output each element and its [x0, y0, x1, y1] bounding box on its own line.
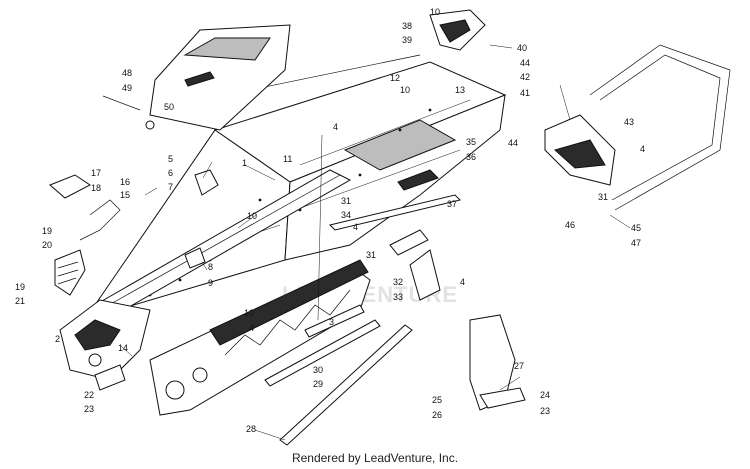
lower-bar-part — [279, 324, 413, 446]
callout-31-b: 31 — [366, 250, 376, 260]
callout-18: 18 — [91, 183, 101, 193]
mount-bracket-part — [184, 169, 219, 269]
callout-36: 36 — [466, 152, 476, 162]
callout-10-d: 10 — [430, 7, 440, 17]
callout-17: 17 — [91, 168, 101, 178]
tunnel-part — [94, 61, 507, 316]
callout-28: 28 — [246, 424, 256, 434]
callout-14: 14 — [118, 343, 128, 353]
callout-9: 9 — [208, 278, 213, 288]
callout-12: 12 — [390, 73, 400, 83]
callout-20: 20 — [42, 240, 52, 250]
callout-19-b: 19 — [15, 282, 25, 292]
callout-30: 30 — [313, 365, 323, 375]
callout-5: 5 — [168, 154, 173, 164]
callout-4-e: 4 — [640, 144, 645, 154]
callout-31-a: 31 — [341, 196, 351, 206]
taillight-part — [544, 114, 616, 186]
callout-3: 3 — [329, 317, 334, 327]
right-side-panel-part — [149, 259, 381, 416]
callout-1: 1 — [242, 158, 247, 168]
callout-10-a: 10 — [247, 211, 257, 221]
right-small-parts — [94, 194, 526, 411]
callout-32: 32 — [393, 277, 403, 287]
callout-27: 27 — [514, 361, 524, 371]
callout-10-b: 10 — [244, 308, 254, 318]
callout-24: 24 — [540, 390, 550, 400]
callout-26: 26 — [432, 410, 442, 420]
seat-part — [149, 24, 291, 131]
callout-19-a: 19 — [42, 226, 52, 236]
callout-37: 37 — [447, 199, 457, 209]
callout-40: 40 — [517, 43, 527, 53]
callout-8: 8 — [208, 262, 213, 272]
callout-10-c: 10 — [400, 85, 410, 95]
callout-4-d: 4 — [353, 222, 358, 232]
callout-11: 11 — [283, 154, 292, 164]
rear-bumper-part — [589, 44, 731, 211]
callout-33: 33 — [393, 292, 403, 302]
callout-43: 43 — [624, 117, 634, 127]
callout-15: 15 — [120, 190, 130, 200]
render-credit: Rendered by LeadVenture, Inc. — [291, 451, 459, 465]
callout-13: 13 — [455, 85, 465, 95]
callout-21: 21 — [15, 296, 25, 306]
callout-29: 29 — [313, 379, 323, 389]
left-frame-part — [59, 299, 151, 381]
callout-50: 50 — [164, 102, 174, 112]
callout-16: 16 — [120, 177, 130, 187]
callout-41: 41 — [520, 88, 530, 98]
grab-handle-part — [429, 9, 486, 51]
callout-4-b: 4 — [460, 277, 465, 287]
leader-lines — [119, 44, 631, 441]
callout-47: 47 — [631, 238, 641, 248]
left-brackets-part — [49, 174, 121, 296]
callout-34: 34 — [341, 210, 351, 220]
callout-25: 25 — [432, 395, 442, 405]
callout-38: 38 — [402, 21, 412, 31]
callout-23-a: 23 — [84, 404, 94, 414]
callout-35: 35 — [466, 137, 476, 147]
callout-44-b: 44 — [508, 138, 518, 148]
callout-48: 48 — [122, 68, 132, 78]
seat-hardware-part — [102, 95, 155, 130]
callout-4-c: 4 — [249, 323, 254, 333]
callout-22: 22 — [84, 390, 94, 400]
callout-42: 42 — [520, 72, 530, 82]
callout-23-b: 23 — [540, 406, 550, 416]
callout-46: 46 — [565, 220, 575, 230]
callout-6: 6 — [168, 168, 173, 178]
callout-44-a: 44 — [520, 58, 530, 68]
callout-39: 39 — [402, 35, 412, 45]
callout-45: 45 — [631, 223, 641, 233]
callout-labels: 1 2 3 4 4 4 4 4 5 6 7 8 9 10 10 10 10 11… — [15, 7, 645, 434]
callout-4-a: 4 — [333, 122, 338, 132]
callout-31-c: 31 — [598, 192, 608, 202]
callout-2: 2 — [55, 334, 60, 344]
callout-7: 7 — [168, 182, 173, 192]
callout-49: 49 — [122, 83, 132, 93]
